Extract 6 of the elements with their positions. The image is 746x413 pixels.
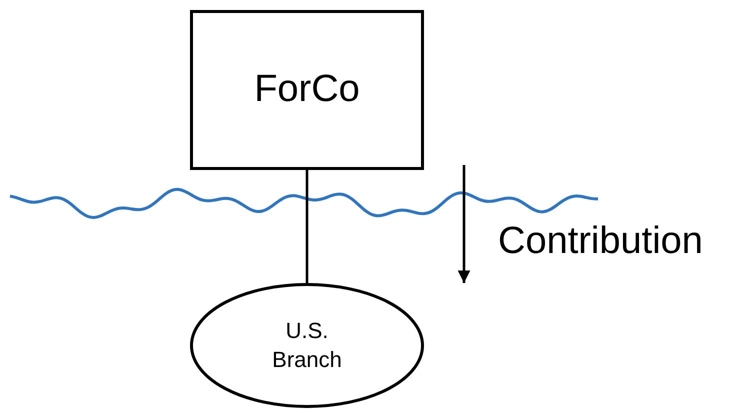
node-label: U.S. Branch xyxy=(271,316,343,374)
connector-line xyxy=(306,170,308,283)
node-label: ForCo xyxy=(254,67,360,112)
ellipse-node xyxy=(190,283,424,408)
entity-box xyxy=(190,10,424,170)
annotation-label: Contribution xyxy=(498,220,703,263)
